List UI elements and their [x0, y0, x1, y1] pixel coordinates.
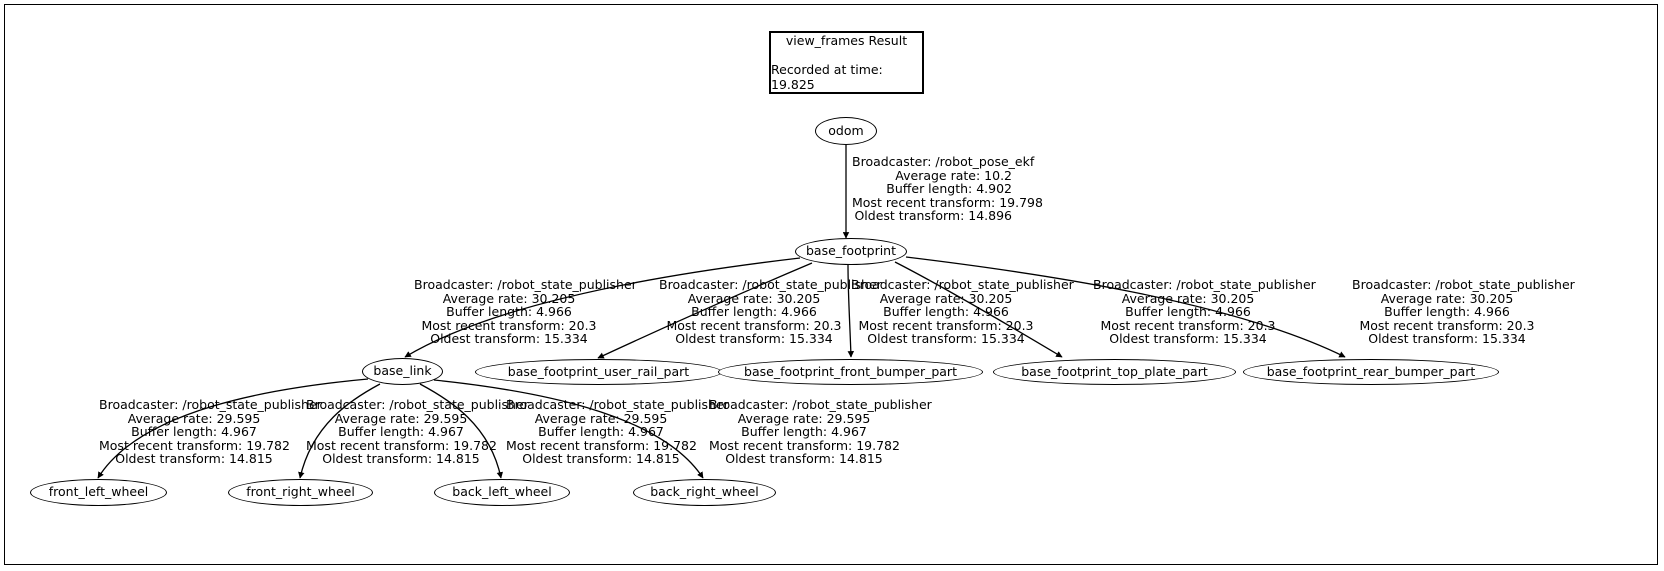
node-front_left_wheel[interactable]: front_left_wheel — [30, 479, 167, 506]
edge-base_link-front_left_wheel — [97, 378, 369, 479]
edge-broadcaster: Broadcaster: /robot_state_publisher — [1093, 277, 1316, 292]
recorded-at-time: Recorded at time: 19.825 — [771, 62, 883, 92]
edge-base_link-back_right_wheel — [433, 379, 704, 479]
edge-most-recent-transform: Most recent transform: 19.798 — [852, 194, 1043, 210]
edge-average-rate: Average rate: 29.595 — [334, 410, 468, 426]
node-back_right_wheel[interactable]: back_right_wheel — [633, 479, 776, 506]
edge-average-rate: Average rate: 29.595 — [737, 410, 871, 426]
edge-broadcaster: Broadcaster: /robot_state_publisher — [306, 397, 529, 412]
edge-buffer-length: Buffer length: 4.967 — [338, 424, 464, 440]
edge-label-base_link-front_right_wheel: Broadcaster: /robot_state_publisher Aver… — [306, 397, 529, 467]
node-front_right_wheel[interactable]: front_right_wheel — [228, 479, 373, 506]
edge-buffer-length: Buffer length: 4.966 — [691, 304, 817, 320]
edge-most-recent-transform: Most recent transform: 20.3 — [1359, 317, 1535, 333]
node-odom[interactable]: odom — [815, 117, 877, 145]
node-base_footprint_front_bumper_part[interactable]: base_footprint_front_bumper_part — [718, 359, 983, 385]
edge-average-rate: Average rate: 30.205 — [442, 290, 576, 306]
node-front_right_wheel-label: front_right_wheel — [246, 484, 355, 500]
edge-most-recent-transform: Most recent transform: 19.782 — [306, 437, 497, 453]
edge-oldest-transform: Oldest transform: 15.334 — [1109, 331, 1267, 347]
edge-broadcaster: Broadcaster: /robot_state_publisher — [506, 397, 729, 412]
edge-most-recent-transform: Most recent transform: 19.782 — [709, 437, 900, 453]
edge-broadcaster: Broadcaster: /robot_pose_ekf — [852, 154, 1035, 169]
edge-most-recent-transform: Most recent transform: 19.782 — [506, 437, 697, 453]
node-base_footprint_user_rail_part-label: base_footprint_user_rail_part — [507, 363, 690, 379]
edge-label-base_link-back_left_wheel: Broadcaster: /robot_state_publisher Aver… — [506, 397, 729, 467]
edge-most-recent-transform: Most recent transform: 19.782 — [99, 437, 290, 453]
edge-label-base_footprint-top_plate: Broadcaster: /robot_state_publisher Aver… — [1093, 277, 1316, 347]
edge-base_link-back_left_wheel — [419, 383, 503, 479]
edge-broadcaster: Broadcaster: /robot_state_publisher — [851, 277, 1074, 292]
edge-base_footprint-top_plate — [894, 261, 1063, 358]
edge-oldest-transform: Oldest transform: 14.815 — [725, 451, 883, 467]
edge-base_link-front_right_wheel — [298, 383, 381, 479]
node-front_left_wheel-label: front_left_wheel — [48, 484, 149, 500]
edge-most-recent-transform: Most recent transform: 20.3 — [666, 317, 842, 333]
edge-buffer-length: Buffer length: 4.967 — [741, 424, 867, 440]
node-back_left_wheel[interactable]: back_left_wheel — [434, 479, 570, 506]
edge-most-recent-transform: Most recent transform: 20.3 — [858, 317, 1034, 333]
edge-label-base_link-back_right_wheel: Broadcaster: /robot_state_publisher Aver… — [709, 397, 932, 467]
node-odom-label: odom — [828, 122, 864, 138]
edge-label-base_footprint-rear_bumper: Broadcaster: /robot_state_publisher Aver… — [1352, 277, 1575, 347]
edge-buffer-length: Buffer length: 4.967 — [538, 424, 664, 440]
node-base_link-label: base_link — [373, 363, 432, 379]
diagram-title: view_frames Result — [785, 33, 908, 48]
node-base_footprint_front_bumper_part-label: base_footprint_front_bumper_part — [744, 363, 957, 379]
edge-average-rate: Average rate: 30.205 — [687, 290, 821, 306]
edge-base_footprint-user_rail — [597, 262, 813, 359]
edge-broadcaster: Broadcaster: /robot_state_publisher — [1352, 277, 1575, 292]
node-base_link[interactable]: base_link — [362, 358, 443, 385]
node-base_footprint[interactable]: base_footprint — [795, 238, 907, 265]
edge-oldest-transform: Oldest transform: 14.815 — [322, 451, 480, 467]
node-base_footprint_user_rail_part[interactable]: base_footprint_user_rail_part — [475, 359, 722, 385]
edge-label-base_link-front_left_wheel: Broadcaster: /robot_state_publisher Aver… — [99, 397, 322, 467]
node-base_footprint-label: base_footprint — [805, 243, 896, 259]
node-back_left_wheel-label: back_left_wheel — [452, 484, 552, 500]
edge-oldest-transform: Oldest transform: 15.334 — [675, 331, 833, 347]
edge-oldest-transform: Oldest transform: 14.815 — [522, 451, 680, 467]
node-base_footprint_top_plate_part-label: base_footprint_top_plate_part — [1021, 363, 1208, 379]
view-frames-result-box: view_frames Result Recorded at time: 19.… — [769, 31, 924, 94]
edge-base_footprint-rear_bumper — [905, 256, 1346, 358]
edge-label-base_footprint-base_link: Broadcaster: /robot_state_publisher Aver… — [414, 277, 637, 347]
edge-label-base_footprint-user_rail: Broadcaster: /robot_state_publisher Aver… — [659, 277, 882, 347]
node-base_footprint_rear_bumper_part[interactable]: base_footprint_rear_bumper_part — [1243, 359, 1499, 385]
edge-base_footprint-front_bumper — [847, 264, 855, 358]
edge-label-base_footprint-front_bumper: Broadcaster: /robot_state_publisher Aver… — [851, 277, 1074, 347]
edge-buffer-length: Buffer length: 4.966 — [446, 304, 572, 320]
edge-average-rate: Average rate: 30.205 — [1380, 290, 1514, 306]
edge-oldest-transform: Oldest transform: 14.815 — [115, 451, 273, 467]
edge-buffer-length: Buffer length: 4.966 — [1125, 304, 1251, 320]
edge-buffer-length: Buffer length: 4.902 — [886, 181, 1012, 197]
edge-label-odom-base_footprint: Broadcaster: /robot_pose_ekf Average rat… — [852, 154, 1043, 224]
edge-oldest-transform: Oldest transform: 15.334 — [430, 331, 588, 347]
edge-average-rate: Average rate: 29.595 — [127, 410, 261, 426]
edge-broadcaster: Broadcaster: /robot_state_publisher — [659, 277, 882, 292]
node-base_footprint_rear_bumper_part-label: base_footprint_rear_bumper_part — [1266, 363, 1476, 379]
edge-oldest-transform: Oldest transform: 14.896 — [854, 208, 1012, 224]
edge-oldest-transform: Oldest transform: 15.334 — [1368, 331, 1526, 347]
edge-buffer-length: Buffer length: 4.967 — [131, 424, 257, 440]
edge-broadcaster: Broadcaster: /robot_state_publisher — [99, 397, 322, 412]
node-base_footprint_top_plate_part[interactable]: base_footprint_top_plate_part — [993, 359, 1236, 385]
edge-buffer-length: Buffer length: 4.966 — [883, 304, 1009, 320]
edge-average-rate: Average rate: 30.205 — [879, 290, 1013, 306]
edge-broadcaster: Broadcaster: /robot_state_publisher — [709, 397, 932, 412]
edge-oldest-transform: Oldest transform: 15.334 — [867, 331, 1025, 347]
edge-buffer-length: Buffer length: 4.966 — [1384, 304, 1510, 320]
edge-base_footprint-base_link — [404, 257, 801, 358]
edge-broadcaster: Broadcaster: /robot_state_publisher — [414, 277, 637, 292]
edge-average-rate: Average rate: 10.2 — [895, 167, 1012, 183]
edge-average-rate: Average rate: 30.205 — [1121, 290, 1255, 306]
edge-most-recent-transform: Most recent transform: 20.3 — [1100, 317, 1276, 333]
edge-most-recent-transform: Most recent transform: 20.3 — [421, 317, 597, 333]
edge-average-rate: Average rate: 29.595 — [534, 410, 668, 426]
node-back_right_wheel-label: back_right_wheel — [650, 484, 759, 500]
